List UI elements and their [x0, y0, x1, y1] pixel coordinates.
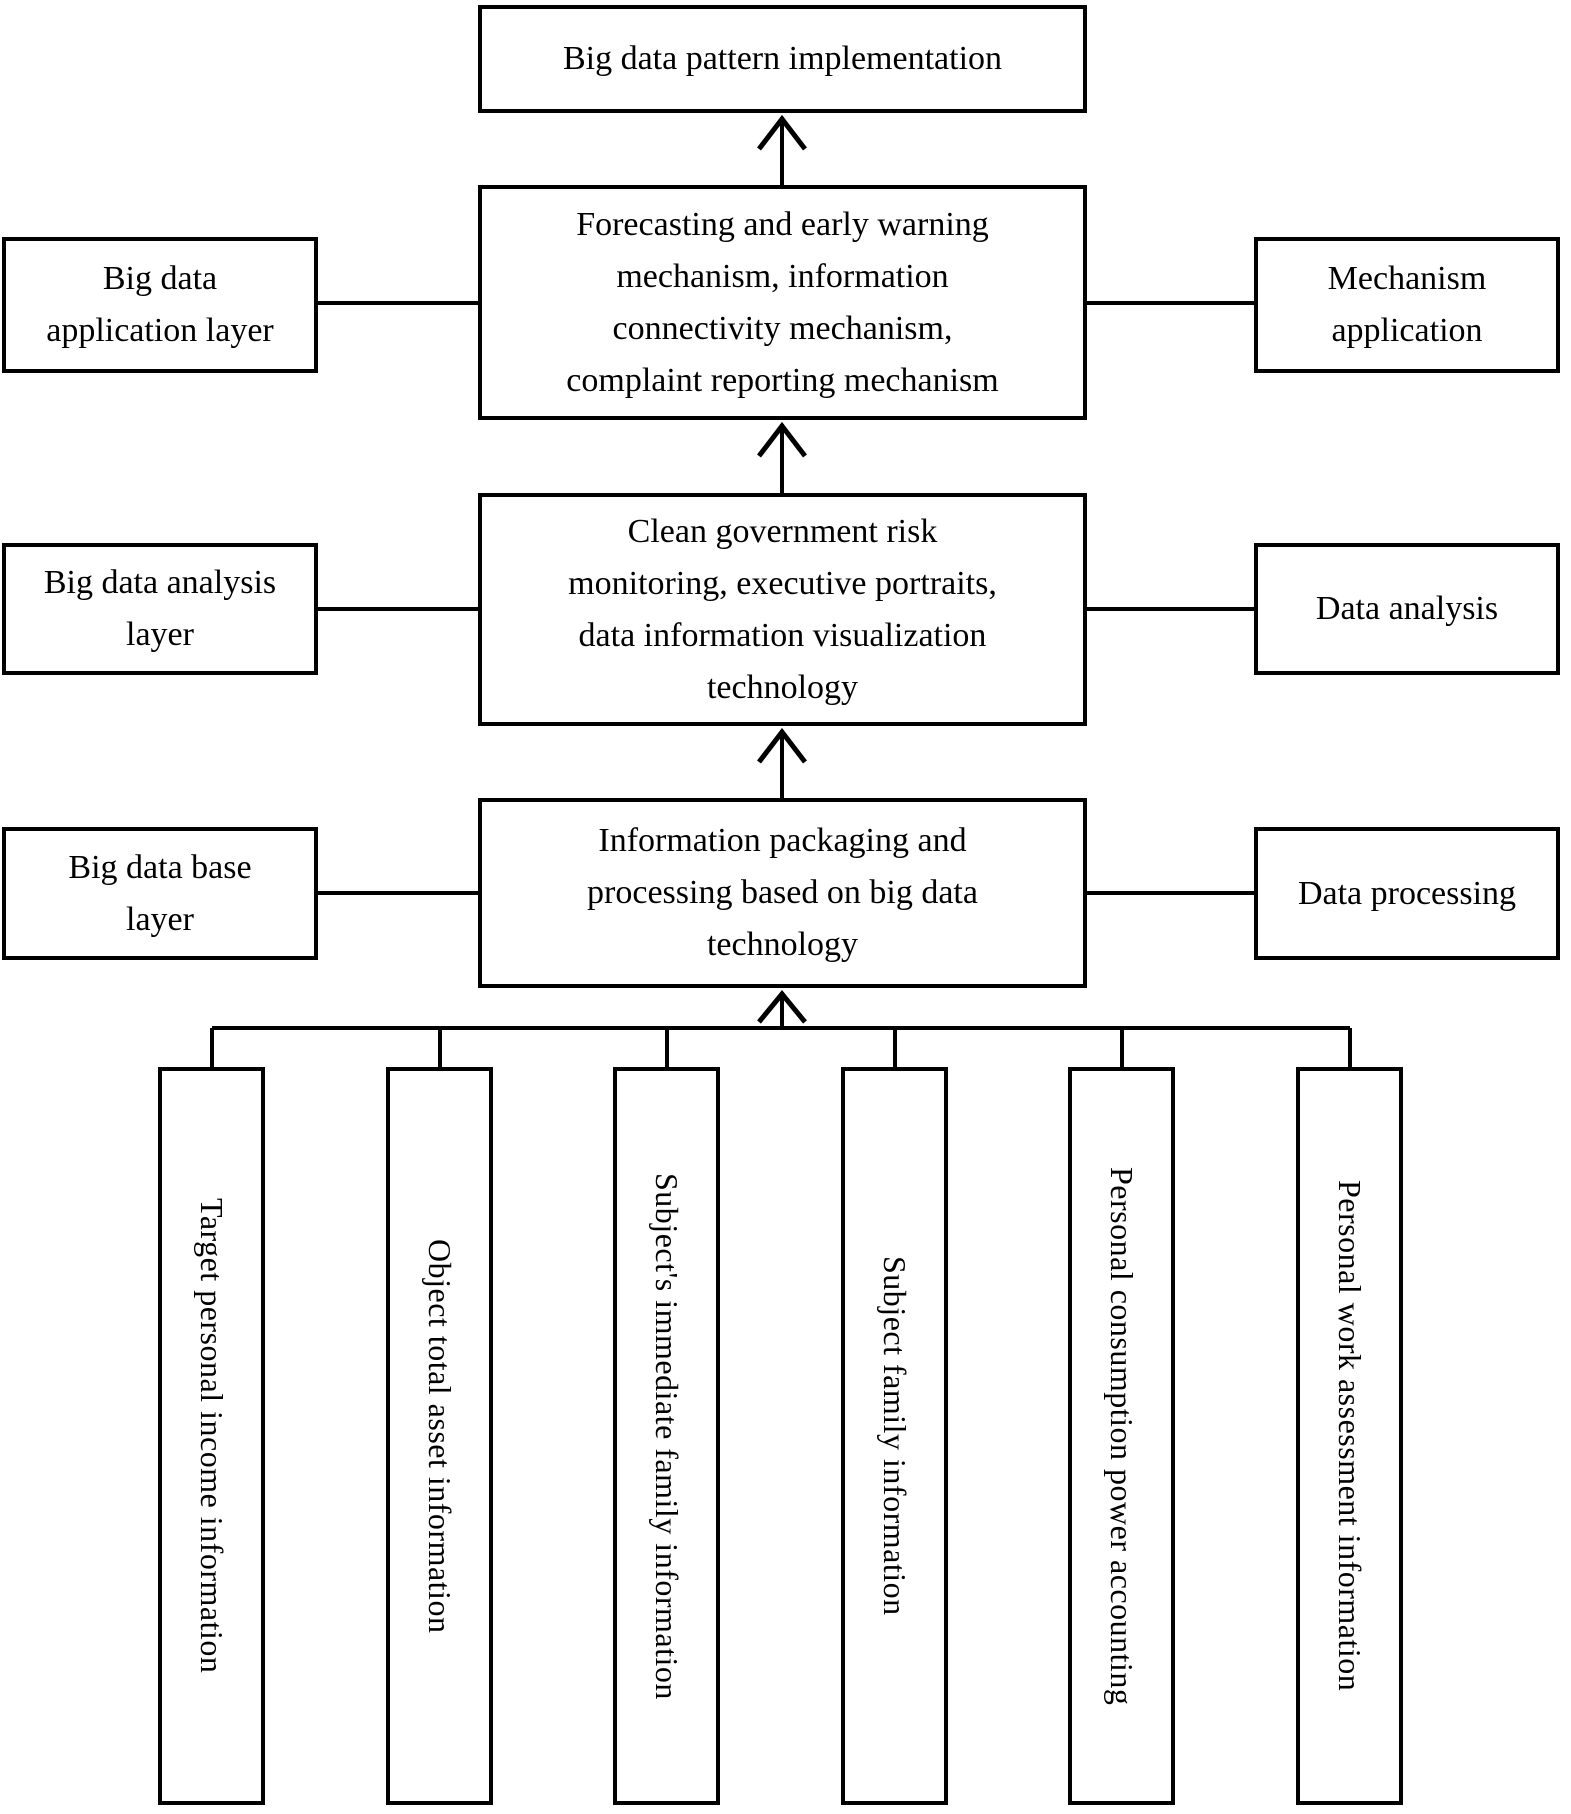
node-personal-consumption-power-accounting: Personal consumption power accounting: [1068, 1067, 1175, 1805]
node-label: Big data pattern implementation: [562, 40, 1003, 77]
node-label: Object total asset information: [422, 1238, 458, 1634]
node-big-data-analysis-layer: Big data analysis layer: [2, 543, 318, 675]
node-label: Forecasting and early warning mechanism,…: [566, 205, 999, 399]
node-big-data-base-layer: Big data base layer: [2, 827, 318, 960]
arrow-row4-to-row3: [757, 727, 807, 798]
node-label: Target personal income information: [194, 1198, 230, 1674]
node-big-data-application-layer: Big data application layer: [2, 237, 318, 373]
arrow-bus-to-row4: [757, 990, 807, 1028]
node-mechanism-application: Mechanism application: [1254, 237, 1560, 373]
node-target-personal-income-information: Target personal income information: [158, 1067, 265, 1805]
node-label: Subject's immediate family information: [649, 1172, 685, 1700]
node-label: Personal work assessment information: [1332, 1180, 1368, 1692]
node-personal-work-assessment-information: Personal work assessment information: [1296, 1067, 1403, 1805]
node-label: Data analysis: [1315, 590, 1499, 627]
node-label: Mechanism application: [1327, 260, 1487, 349]
node-subject-family-information: Subject family information: [841, 1067, 948, 1805]
node-label: Big data base layer: [68, 848, 252, 938]
node-label: Clean government risk monitoring, execut…: [568, 512, 997, 706]
node-label: Information packaging and processing bas…: [587, 822, 978, 963]
node-label: Subject family information: [877, 1256, 913, 1616]
node-object-total-asset-information: Object total asset information: [386, 1067, 493, 1805]
node-data-processing: Data processing: [1254, 827, 1560, 960]
node-label: Data processing: [1297, 874, 1517, 912]
node-label: Personal consumption power accounting: [1104, 1166, 1140, 1706]
node-big-data-pattern-implementation: Big data pattern implementation: [478, 5, 1087, 113]
arrow-row3-to-row2: [757, 421, 807, 493]
node-subjects-immediate-family-information: Subject's immediate family information: [613, 1067, 720, 1805]
node-data-analysis: Data analysis: [1254, 543, 1560, 675]
node-label: Big data analysis layer: [43, 564, 277, 653]
node-clean-government-risk-monitoring: Clean government risk monitoring, execut…: [478, 493, 1087, 726]
node-label: Big data application layer: [46, 260, 274, 349]
arrow-row2-to-top: [757, 114, 807, 185]
node-information-packaging-processing: Information packaging and processing bas…: [478, 798, 1087, 988]
node-forecasting-mechanisms: Forecasting and early warning mechanism,…: [478, 185, 1087, 420]
